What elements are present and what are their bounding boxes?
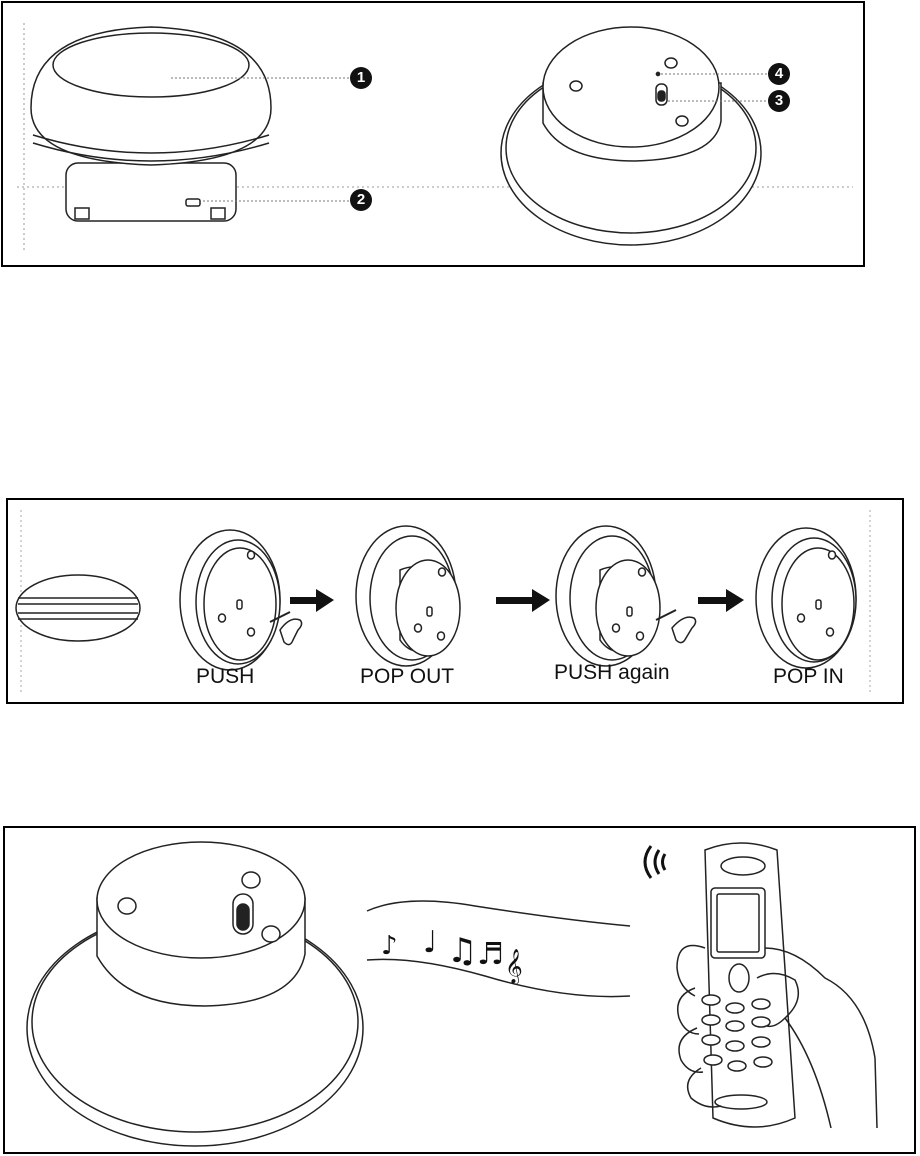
step-pop-out-illustration — [356, 526, 460, 666]
svg-text:♬: ♬ — [477, 937, 504, 972]
callout-2-badge: 2 — [350, 189, 372, 211]
mobile-phone-icon — [702, 843, 795, 1127]
bluetooth-stream-panel: ♪ ♩ ♫ ♬ 𝄞 — [3, 826, 916, 1154]
popup-illustration — [8, 500, 904, 704]
parts-illustration — [3, 3, 865, 267]
popup-sequence-panel: PUSH POP OUT PUSH again POP IN — [6, 498, 904, 704]
svg-text:♫: ♫ — [447, 931, 477, 971]
svg-text:𝄞: 𝄞 — [505, 949, 523, 985]
step-label-pop-in: POP IN — [773, 665, 844, 689]
speaker-bottom-view — [501, 27, 761, 245]
stream-illustration: ♪ ♩ ♫ ♬ 𝄞 — [5, 828, 916, 1154]
step-label-pop-out: POP OUT — [360, 665, 454, 689]
right-arrow-icon — [290, 589, 334, 612]
callout-3-badge: 3 — [768, 90, 790, 112]
step-label-push: PUSH — [196, 665, 254, 689]
speaker-icon — [27, 842, 363, 1146]
svg-text:♩: ♩ — [423, 925, 437, 960]
step-push-again-illustration — [556, 526, 696, 666]
right-arrow-icon — [698, 589, 744, 612]
speaker-side-view — [31, 27, 271, 221]
music-notes-icon: ♪ ♩ ♫ ♬ 𝄞 — [367, 901, 630, 997]
step-push-illustration — [180, 530, 302, 670]
speaker-closed-side-view — [16, 575, 140, 641]
right-arrow-icon — [496, 589, 550, 612]
svg-text:♪: ♪ — [381, 931, 398, 961]
step-label-push-again: PUSH again — [554, 661, 670, 685]
callout-4-badge: 4 — [768, 63, 790, 85]
callout-1-badge: 1 — [350, 67, 372, 89]
step-pop-in-illustration — [756, 528, 856, 668]
wireless-signal-icon — [645, 846, 665, 878]
parts-diagram-panel: 1 2 3 4 — [1, 1, 865, 267]
